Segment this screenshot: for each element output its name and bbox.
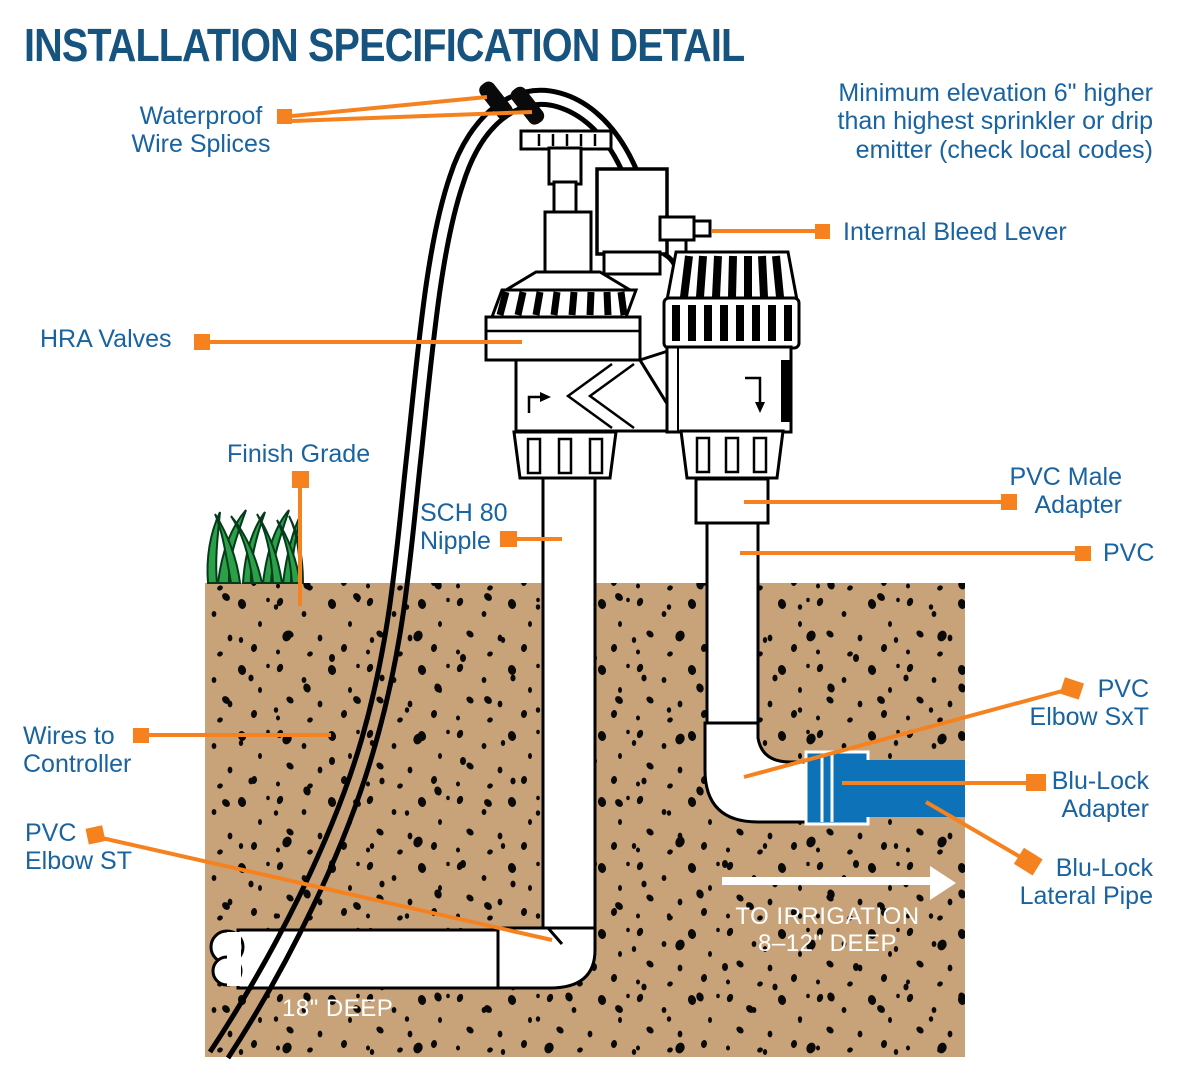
label-pvc-male-adapter: PVC Male Adapter: [1009, 463, 1122, 520]
label-pvc-elbow-sxt: PVC Elbow SxT: [1029, 675, 1149, 732]
waterproof-wire-splices: [479, 81, 545, 125]
outlet-pipe-to-lateral: [703, 520, 965, 826]
label-blu-lock-lateral-pipe: Blu-Lock Lateral Pipe: [1019, 854, 1153, 911]
label-internal-bleed-lever: Internal Bleed Lever: [843, 218, 1067, 246]
label-pvc-elbow-st: PVC Elbow ST: [25, 819, 132, 876]
label-blu-lock-adapter: Blu-Lock Adapter: [1051, 767, 1149, 824]
label-min-elevation-note: Minimum elevation 6" higher than highest…: [837, 79, 1153, 164]
label-wires-to-controller: Wires to Controller: [23, 722, 132, 779]
label-18-deep: 18" DEEP: [282, 995, 394, 1022]
solenoid: [595, 167, 669, 256]
label-hra-valves: HRA Valves: [40, 325, 172, 353]
valve-flange: [484, 315, 642, 362]
blu-lock-lateral-pipe: [866, 760, 965, 817]
pvc-elbow-st-fitting: [496, 926, 597, 990]
internal-bleed-lever: [658, 215, 712, 252]
page-title: INSTALLATION SPECIFICATION DETAIL: [24, 19, 745, 71]
label-finish-grade: Finish Grade: [227, 440, 371, 468]
label-to-irrigation-depth: TO IRRIGATION 8–12" DEEP: [735, 903, 920, 958]
hra-valve-right: [658, 215, 801, 525]
label-waterproof-wire-splices: Waterproof Wire Splices: [131, 102, 271, 159]
blu-lock-adapter-fitting: [804, 750, 870, 826]
controller-wires: [207, 87, 657, 1060]
flow-direction-arrow: [722, 866, 956, 900]
label-pvc: PVC: [1103, 539, 1155, 567]
grass-tuft: [206, 509, 305, 584]
label-sch80-nipple: SCH 80 Nipple: [420, 499, 508, 556]
leader-lines: [85, 95, 1091, 942]
lateral-pipe-18deep: [209, 474, 597, 990]
